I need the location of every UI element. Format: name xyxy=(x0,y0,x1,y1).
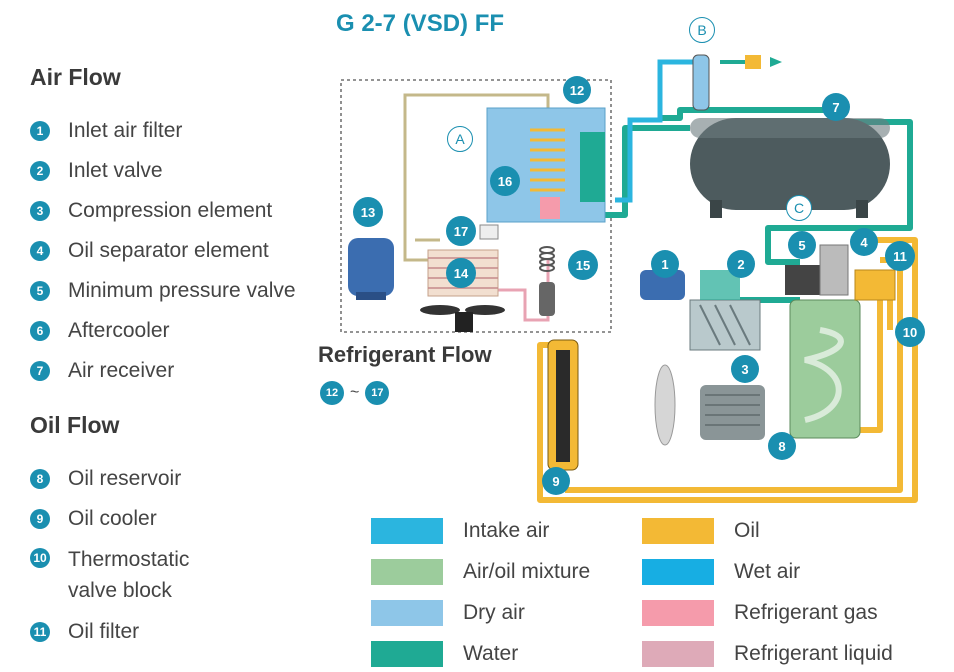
list-item: 6 Aftercooler xyxy=(30,318,170,344)
list-item: 4 Oil separator element xyxy=(30,238,269,264)
callout-badge: 3 xyxy=(731,355,759,383)
item-label: Compression element xyxy=(68,199,273,222)
refrigerant-compressor xyxy=(348,238,394,296)
callout-badge: 4 xyxy=(850,228,878,256)
callout-badge: 16 xyxy=(490,166,520,196)
list-item: 9 Oil cooler xyxy=(30,506,157,532)
number-badge: 2 xyxy=(30,161,50,181)
list-item: 10 Thermostatic valve block xyxy=(30,544,260,606)
legend-label: Refrigerant liquid xyxy=(734,642,893,665)
oil-flow-heading: Oil Flow xyxy=(30,412,120,438)
legend-swatch-refrigerant-liquid xyxy=(642,641,714,667)
item-label: Oil filter xyxy=(68,620,140,643)
item-label: Aftercooler xyxy=(68,319,170,342)
callout-badge: 5 xyxy=(788,231,816,259)
item-label: Inlet air filter xyxy=(68,119,183,142)
list-item: 3 Compression element xyxy=(30,198,272,224)
legend-label: Refrigerant gas xyxy=(734,601,878,624)
legend-label: Intake air xyxy=(463,519,550,542)
number-badge: 8 xyxy=(30,469,50,489)
list-item: 11 Oil filter xyxy=(30,619,139,645)
refrigerant-dryer-box xyxy=(340,79,612,333)
number-badge: 10 xyxy=(30,548,50,568)
callout-badge: 13 xyxy=(353,197,383,227)
legend-swatch-intake-air xyxy=(371,518,443,544)
air-flow-heading: Air Flow xyxy=(30,64,121,90)
item-label: Oil separator element xyxy=(68,239,269,262)
number-badge: 7 xyxy=(30,361,50,381)
item-label: Thermostatic valve block xyxy=(68,548,190,602)
number-badge: 6 xyxy=(30,321,50,341)
callout-badge: 12 xyxy=(563,76,591,104)
number-badge: 5 xyxy=(30,281,50,301)
legend-swatch-oil xyxy=(642,518,714,544)
legend-swatch-refrigerant-gas xyxy=(642,600,714,626)
callout-badge: 10 xyxy=(895,317,925,347)
number-badge: 3 xyxy=(30,201,50,221)
number-badge: 17 xyxy=(365,381,390,405)
legend-label: Wet air xyxy=(734,560,801,583)
number-badge: 9 xyxy=(30,509,50,529)
list-item: 2 Inlet valve xyxy=(30,158,163,184)
legend-swatch-dry-air xyxy=(371,600,443,626)
wet-air-lines xyxy=(615,59,700,203)
letter-b-marker: B xyxy=(689,17,715,43)
callout-badge: 1 xyxy=(651,250,679,278)
legend-label: Oil xyxy=(734,519,760,542)
motor xyxy=(700,385,765,440)
legend-swatch-wet-air xyxy=(642,559,714,585)
callout-badge: 15 xyxy=(568,250,598,280)
list-item: 1 Inlet air filter xyxy=(30,118,182,144)
air-filter-b xyxy=(692,54,710,111)
number-badge: 12 xyxy=(320,381,344,405)
range-separator: ~ xyxy=(350,384,360,401)
letter-c-marker: C xyxy=(786,195,812,221)
callout-badge: 17 xyxy=(446,216,476,246)
legend-swatch-water xyxy=(371,641,443,667)
item-label: Oil cooler xyxy=(68,507,157,530)
legend-label: Water xyxy=(463,642,519,665)
callout-badge: 9 xyxy=(542,467,570,495)
list-item: 8 Oil reservoir xyxy=(30,466,181,492)
callout-badge: 2 xyxy=(727,250,755,278)
callout-badge: 7 xyxy=(822,93,850,121)
number-badge: 4 xyxy=(30,241,50,261)
callout-badge: 14 xyxy=(446,258,476,288)
item-label: Oil reservoir xyxy=(68,467,182,490)
air-receiver xyxy=(690,118,890,210)
callout-badge: 11 xyxy=(885,241,915,271)
letter-a-marker: A xyxy=(447,126,473,152)
legend-swatch-air-oil xyxy=(371,559,443,585)
list-item: 5 Minimum pressure valve xyxy=(30,278,296,304)
refrigerant-range: 12 ~ 17 xyxy=(320,381,390,405)
refrigerant-flow-heading: Refrigerant Flow xyxy=(318,342,492,367)
number-badge: 11 xyxy=(30,622,50,642)
legend-label: Air/oil mixture xyxy=(463,560,591,583)
legend-label: Dry air xyxy=(463,601,525,624)
number-badge: 1 xyxy=(30,121,50,141)
item-label: Minimum pressure valve xyxy=(68,279,296,302)
callout-badge: 8 xyxy=(768,432,796,460)
item-label: Air receiver xyxy=(68,359,175,382)
page-title: G 2-7 (VSD) FF xyxy=(336,10,505,37)
item-label: Inlet valve xyxy=(68,159,163,182)
list-item: 7 Air receiver xyxy=(30,358,174,384)
